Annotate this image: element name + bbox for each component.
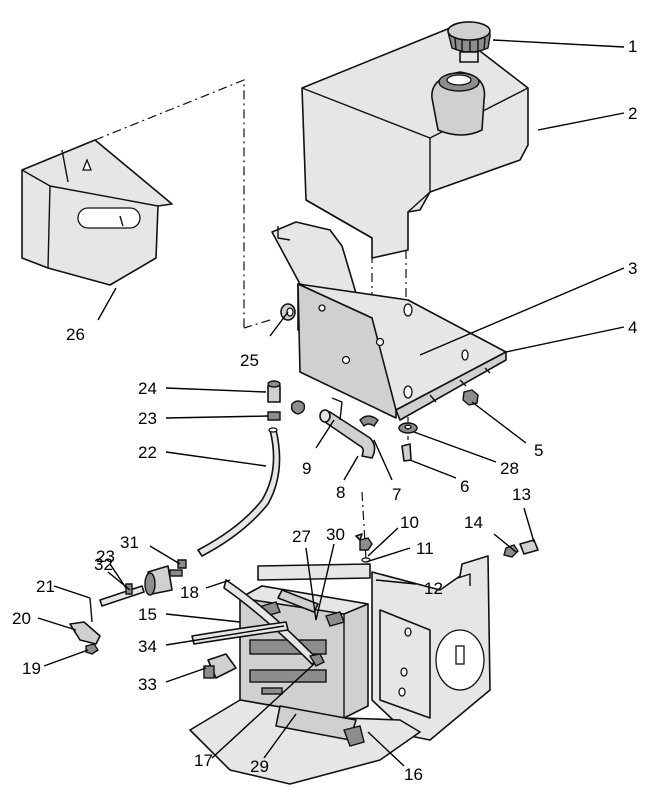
bolt-and-washer <box>503 539 539 558</box>
cable-boot <box>203 653 237 679</box>
hose-clamp <box>331 397 379 428</box>
callout-labels: 1 2 3 4 5 6 7 8 9 10 11 12 13 14 15 16 1… <box>12 37 637 784</box>
battery-hold-down-strap <box>257 563 371 613</box>
callout-16: 16 <box>404 765 423 784</box>
callout-6: 6 <box>460 477 469 496</box>
callout-3: 3 <box>628 259 637 278</box>
fuel-filter <box>144 559 187 596</box>
callout-25: 25 <box>240 351 259 370</box>
callout-23-upper: 23 <box>138 409 157 428</box>
callout-29: 29 <box>250 757 269 776</box>
callout-10: 10 <box>400 513 419 532</box>
callout-4: 4 <box>628 318 637 337</box>
callout-13: 13 <box>512 485 531 504</box>
clamp-bracket <box>69 597 101 645</box>
callout-17: 17 <box>194 751 213 770</box>
shutoff-valve <box>267 380 281 403</box>
hose-clamp-small <box>267 400 306 421</box>
callout-2: 2 <box>628 104 637 123</box>
battery-cover <box>21 139 173 286</box>
callout-31: 31 <box>120 533 139 552</box>
callout-14: 14 <box>464 513 483 532</box>
leader-lines <box>37 39 625 767</box>
callout-15: 15 <box>138 605 157 624</box>
washer <box>398 422 418 434</box>
callout-28: 28 <box>500 459 519 478</box>
callout-20: 20 <box>12 609 31 628</box>
tank-support-plate <box>297 283 507 421</box>
battery-base <box>189 699 421 785</box>
callout-26: 26 <box>66 325 85 344</box>
callout-19: 19 <box>22 659 41 678</box>
callout-7: 7 <box>392 485 401 504</box>
callout-34: 34 <box>138 637 157 656</box>
fuel-hose-elbow <box>319 409 376 459</box>
fuel-cap <box>447 21 491 63</box>
callout-32: 32 <box>94 555 113 574</box>
screw <box>85 643 99 655</box>
callout-30: 30 <box>326 525 345 544</box>
bolt <box>401 443 412 462</box>
callout-22: 22 <box>138 443 157 462</box>
callout-12: 12 <box>424 579 443 598</box>
callout-24: 24 <box>138 379 157 398</box>
callout-33: 33 <box>138 675 157 694</box>
callout-18: 18 <box>180 583 199 602</box>
battery-mount-frame <box>371 555 491 741</box>
callout-5: 5 <box>534 441 543 460</box>
fuel-line <box>197 427 281 557</box>
fuel-tank <box>301 27 529 259</box>
wing-nut <box>355 533 373 563</box>
callout-8: 8 <box>336 483 345 502</box>
callout-11: 11 <box>416 539 434 558</box>
fuel-line-short <box>99 583 145 607</box>
callout-1: 1 <box>628 37 637 56</box>
callout-21: 21 <box>36 577 55 596</box>
callout-9: 9 <box>302 459 311 478</box>
callout-23-lower: 23 <box>96 547 115 566</box>
callout-27: 27 <box>292 527 311 546</box>
nut <box>462 389 479 406</box>
